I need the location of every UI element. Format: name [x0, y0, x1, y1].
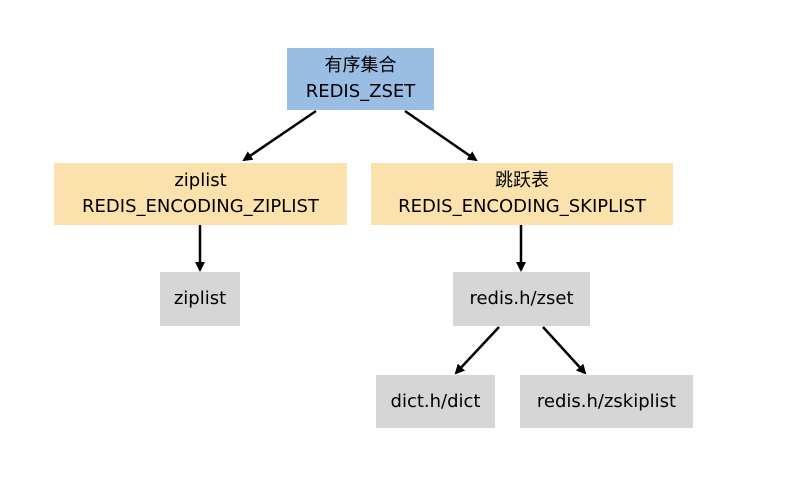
edge-zset-to-zskiplist: [542, 326, 587, 375]
node-zset-type-constant: REDIS_ZSET: [305, 81, 416, 102]
node-ziplist-encoding-constant: REDIS_ENCODING_ZIPLIST: [82, 196, 319, 217]
node-ziplist-encoding: ziplist REDIS_ENCODING_ZIPLIST: [54, 163, 347, 225]
node-zskiplist: redis.h/zskiplist: [520, 375, 693, 428]
node-ziplist-impl-label: ziplist: [173, 288, 227, 309]
node-dict: dict.h/dict: [376, 375, 495, 428]
edge-zset-to-dict: [454, 326, 500, 375]
node-redis-zset: redis.h/zset: [453, 272, 590, 326]
node-zset-type-title: 有序集合: [324, 55, 397, 76]
node-zskiplist-label: redis.h/zskiplist: [536, 390, 677, 412]
node-zset-type: 有序集合 REDIS_ZSET: [287, 48, 434, 110]
node-redis-zset-label: redis.h/zset: [469, 288, 574, 309]
node-skiplist-encoding: 跳跃表 REDIS_ENCODING_SKIPLIST: [371, 163, 673, 225]
node-ziplist-impl: ziplist: [160, 272, 240, 326]
node-dict-label: dict.h/dict: [390, 390, 481, 412]
edge-root-to-skiplist-encoding: [404, 109, 478, 162]
node-skiplist-encoding-constant: REDIS_ENCODING_SKIPLIST: [398, 196, 646, 217]
node-ziplist-encoding-title: ziplist: [174, 170, 227, 191]
edge-root-to-ziplist-encoding: [242, 109, 317, 162]
node-skiplist-encoding-title: 跳跃表: [495, 170, 549, 191]
